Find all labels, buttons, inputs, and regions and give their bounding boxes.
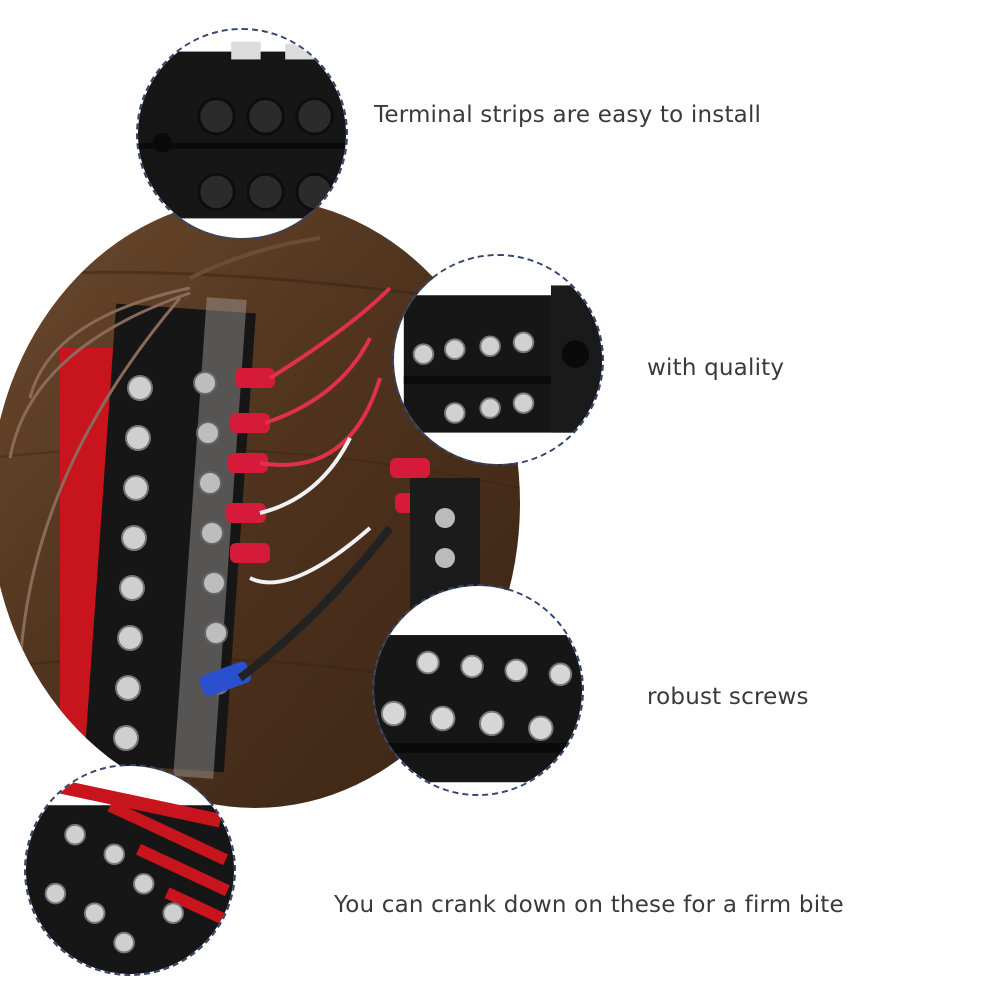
caption-quality: with quality xyxy=(647,355,785,381)
caption-easy-install: Terminal strips are easy to install xyxy=(374,102,762,128)
robust-screws-closeup xyxy=(372,584,584,796)
caption-robust-screws: robust screws xyxy=(647,684,809,710)
caption-firm-bite: You can crank down on these for a firm b… xyxy=(334,892,844,918)
jumper-strip-closeup xyxy=(24,764,236,976)
quality-closeup xyxy=(392,254,604,466)
strip-bottom-closeup xyxy=(136,28,348,240)
